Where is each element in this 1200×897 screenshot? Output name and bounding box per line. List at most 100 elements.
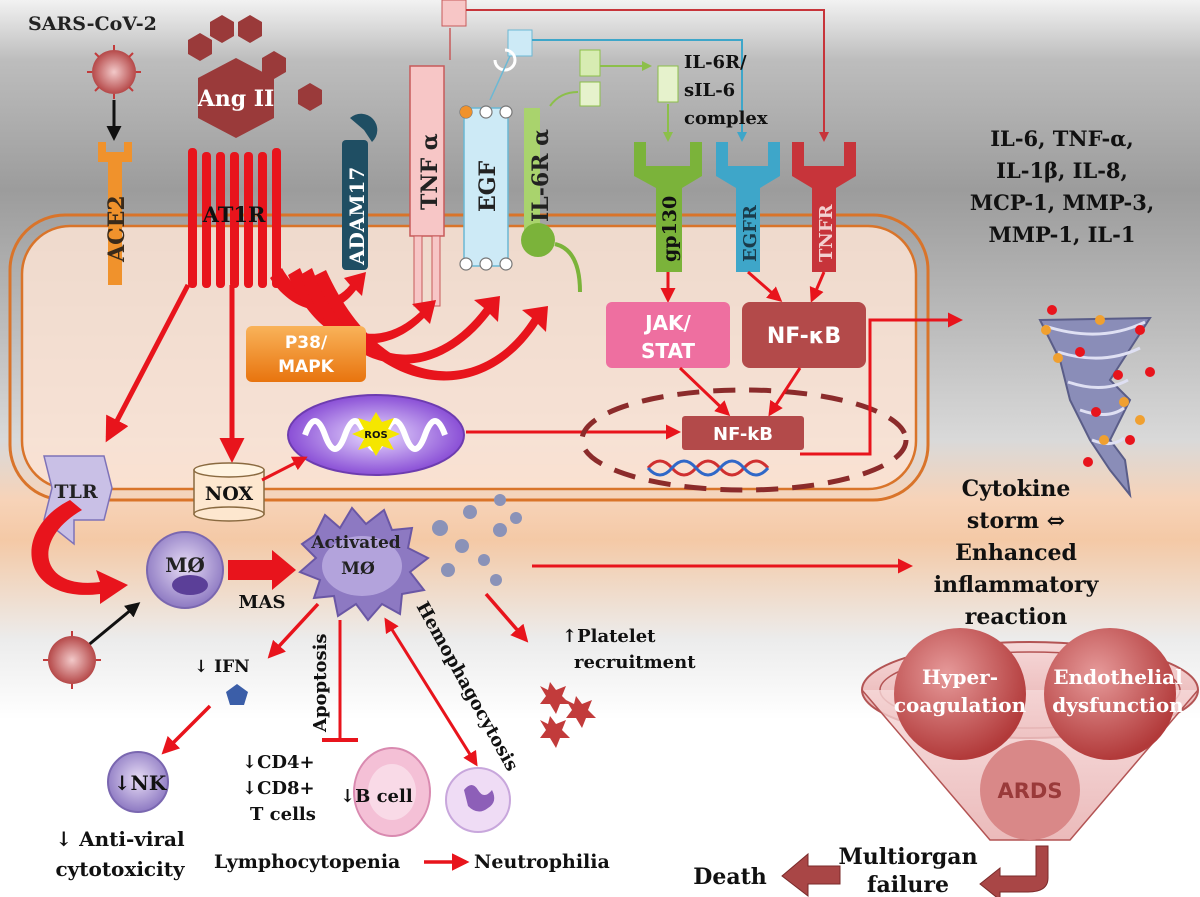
activated-macrophage-icon [298,506,430,622]
il6r-complex-line3: complex [684,108,768,129]
cytokine-list-line2: IL-1β, IL-8, [996,158,1128,183]
cd8-label: ↓CD8+ [242,778,315,799]
to-death-arrow [781,852,841,897]
activated-line1: Activated [310,533,400,553]
to-platelet-arrow [484,592,529,643]
nucleus-outline [579,387,909,493]
jak-stat-box [606,302,730,368]
sars-cov-2-label: SARS-CoV-2 [28,13,157,35]
platelet-line1: ↑Platelet [562,626,656,647]
cd4-label: ↓CD4+ [242,752,315,773]
nfkb-cyto-label: NF-κB [767,324,841,349]
nk-label: ↓NK [114,771,167,795]
cytokine-list-line3: MCP-1, MMP-3, [970,190,1154,215]
platelet-icons [540,682,596,748]
hemophagocytosis-arrow [384,617,478,767]
gp130-receptor-icon [634,142,702,272]
antiviral-line1: ↓ Anti-viral [55,827,185,851]
macrophage-icon [146,531,224,609]
tnf-alpha-label: TNF α [417,133,443,210]
jak-to-nuclear-nfkb-arrow [678,366,731,417]
tlr-to-mo-arrow [31,500,128,604]
hyper-line2: coagulation [894,693,1027,717]
activated-line2: MØ [341,559,375,579]
bcell-label: ↓B cell [340,786,413,807]
to-multiorgan-arrow [979,845,1049,897]
nox-to-ros-arrow [261,456,308,482]
adam17-label: ADAM17 [345,167,369,266]
tnfr-to-nfkb-arrow [809,271,826,303]
mo-to-activated-arrow [228,550,296,590]
p38-label: P38/ [285,333,328,353]
mapk-label: MAPK [278,357,335,377]
cytokine-list-line1: IL-6, TNF-α, [990,126,1134,151]
il6r-alpha-label: IL-6R α [528,129,554,222]
p38-mapk-box [246,326,366,382]
antiviral-line2: cytotoxicity [55,857,185,881]
ifn-label: ↓ IFN [194,657,250,677]
at1r-receptor-icon [188,148,281,288]
multiorgan-line1: Multiorgan [838,844,977,870]
endo-line2: dysfunction [1052,693,1184,717]
nfkb-cyto-box [742,302,866,368]
tcells-label: T cells [250,804,316,825]
hypercoagulation-bubble [894,628,1026,760]
ifn-to-nk-arrow [161,704,212,755]
apoptosis-label: Apoptosis [310,633,331,733]
ace2-label: ACE2 [104,195,130,263]
at1r-label: AT1R [202,202,266,227]
neutrophil-icon [445,767,511,833]
cytokine-tornado-icon [1038,305,1155,499]
storm-line3: Enhanced [955,540,1077,566]
nk-cell-icon [107,751,169,813]
tnfr-receptor-icon [792,142,856,272]
virus-particle-2-icon [43,631,101,689]
nfkb-nuclear-label: NF-kB [713,424,773,445]
egfr-label: EGFR [740,204,761,262]
gp130-label: gp130 [659,196,681,262]
egfr-receptor-icon [716,142,780,272]
mo-label: MØ [165,553,205,577]
adam17-icon [342,113,378,270]
ards-label: ARDS [998,779,1063,803]
dna-icon [646,459,770,477]
ros-label: ROS [364,430,387,441]
jak-label: JAK/ [643,311,691,335]
lympho-label: Lymphocytopenia [214,851,400,873]
egfr-to-nfkb-arrow [747,270,783,302]
ang-ii-label: Ang II [197,86,275,112]
b-cell-icon [353,747,431,837]
mas-label: MAS [239,592,286,613]
cytokine-list-line4: MMP-1, IL-1 [989,222,1136,247]
ace2-receptor-icon [98,142,132,285]
storm-line2: storm ⇔ [967,508,1065,534]
ifn-icon [226,684,248,705]
storm-line5: reaction [965,604,1067,630]
multiorgan-line2: failure [867,872,949,897]
ards-bubble [980,740,1080,840]
at1r-to-tlr-arrow [105,283,191,443]
top-connectors [441,0,829,142]
hyper-line1: Hyper- [922,665,998,689]
stat-label: STAT [641,339,695,363]
nfkb-nuclear-box [682,416,804,450]
endo-line1: Endothelial [1053,665,1183,689]
to-ifn-arrow [267,602,320,659]
mitochondrion-icon [287,394,465,476]
nfkb-to-storm-arrow [800,312,963,456]
endothelial-bubble [1044,628,1176,760]
cytokine-release-dots [432,494,522,586]
egf-icon [459,105,513,271]
tlr-label: TLR [54,481,97,503]
tnfr-label: TNFR [816,203,837,262]
neutro-label: Neutrophilia [474,851,610,873]
death-label: Death [693,864,767,890]
storm-line4: inflammatory [934,572,1100,598]
il6r-complex-line1: IL-6R/ [684,52,747,73]
egf-label: EGF [475,160,501,212]
virus-particle-icon [87,45,141,99]
il6r-complex-line2: sIL-6 [684,80,735,101]
nox-icon [193,462,265,522]
